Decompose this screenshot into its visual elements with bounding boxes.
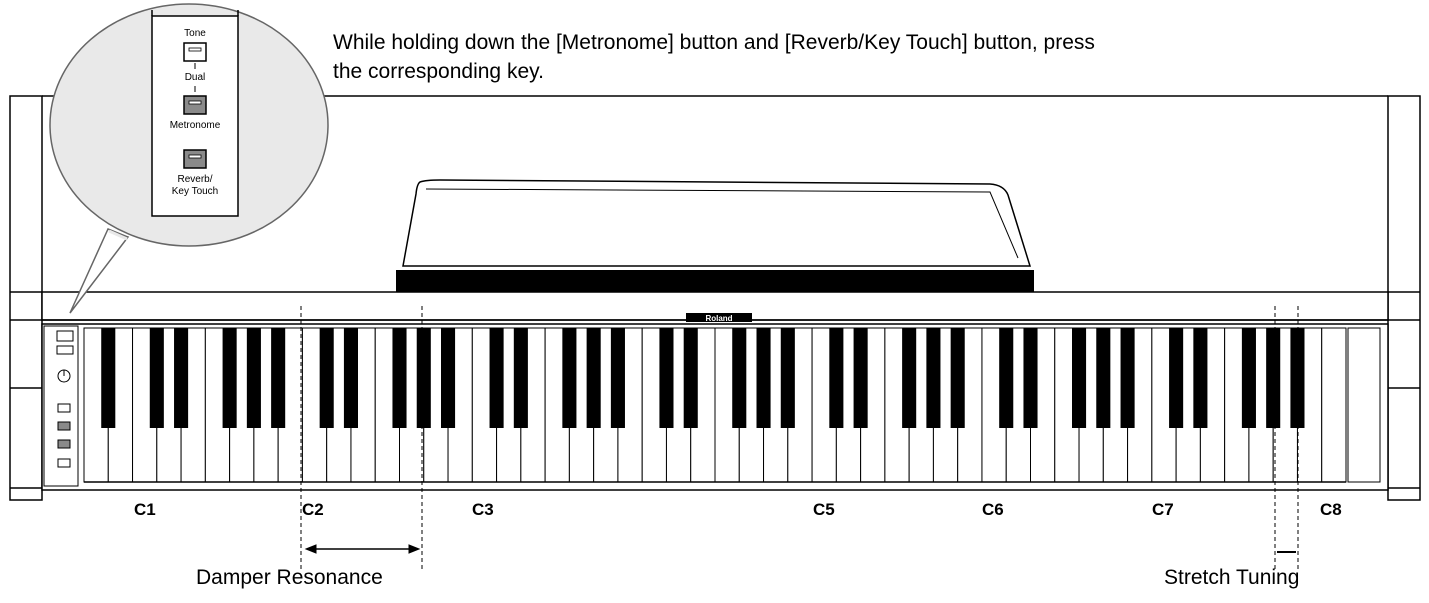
control-panel: [43, 325, 79, 487]
dual-label: Dual: [184, 72, 206, 83]
black-key: [732, 328, 747, 428]
black-key: [1096, 328, 1111, 428]
instruction-text: While holding down the [Metronome] butto…: [333, 31, 1095, 83]
octave-label-c1: C1: [134, 500, 156, 519]
right-side-panel: [1387, 95, 1421, 501]
reverb-key-touch-button: [183, 149, 207, 169]
black-key: [416, 328, 431, 428]
black-key: [101, 328, 116, 428]
black-key: [222, 328, 237, 428]
stretch-tuning-label: Stretch Tuning: [1164, 566, 1300, 589]
keyboard-end-block: [1347, 327, 1381, 483]
black-key: [683, 328, 698, 428]
stretch-tuning-range: [1274, 306, 1299, 570]
black-key: [174, 328, 189, 428]
reverb-label-line1: Reverb/: [177, 174, 213, 185]
black-key: [149, 328, 164, 428]
black-key: [1241, 328, 1256, 428]
black-key: [902, 328, 917, 428]
octave-label-c5: C5: [813, 500, 835, 519]
black-key: [659, 328, 674, 428]
brand-logo: Roland: [686, 313, 752, 323]
metronome-label: Metronome: [169, 120, 221, 131]
black-key: [1266, 328, 1281, 428]
black-key: [853, 328, 868, 428]
octave-label-c2: C2: [302, 500, 324, 519]
black-key: [319, 328, 334, 428]
black-key: [1193, 328, 1208, 428]
callout-buttons: [183, 42, 207, 169]
white-key: [1321, 327, 1347, 483]
black-key: [1290, 328, 1305, 428]
svg-text:Roland: Roland: [705, 314, 732, 323]
left-side-panel: [9, 95, 43, 501]
black-key: [246, 328, 261, 428]
black-key: [756, 328, 771, 428]
damper-resonance-range: [300, 306, 423, 570]
music-rest: [396, 179, 1034, 292]
octave-label-c3: C3: [472, 500, 494, 519]
black-key: [1072, 328, 1087, 428]
black-key: [343, 328, 358, 428]
black-key: [441, 328, 456, 428]
black-key: [926, 328, 941, 428]
octave-label-c6: C6: [982, 500, 1004, 519]
black-key: [829, 328, 844, 428]
octave-label-c7: C7: [1152, 500, 1174, 519]
black-key: [586, 328, 601, 428]
black-key: [562, 328, 577, 428]
black-key: [392, 328, 407, 428]
black-key: [489, 328, 504, 428]
black-key: [1023, 328, 1038, 428]
black-key: [999, 328, 1014, 428]
damper-resonance-label: Damper Resonance: [196, 566, 383, 589]
octave-label-c8: C8: [1320, 500, 1342, 519]
black-key: [271, 328, 286, 428]
black-key: [610, 328, 625, 428]
black-key: [780, 328, 795, 428]
black-key: [1120, 328, 1135, 428]
black-key: [513, 328, 528, 428]
tone-button: [183, 42, 207, 62]
metronome-button: [183, 95, 207, 115]
keyboard: [83, 327, 1347, 483]
black-key: [1169, 328, 1184, 428]
reverb-label-line2: Key Touch: [171, 186, 219, 197]
black-key: [950, 328, 965, 428]
tone-label: Tone: [184, 28, 206, 39]
